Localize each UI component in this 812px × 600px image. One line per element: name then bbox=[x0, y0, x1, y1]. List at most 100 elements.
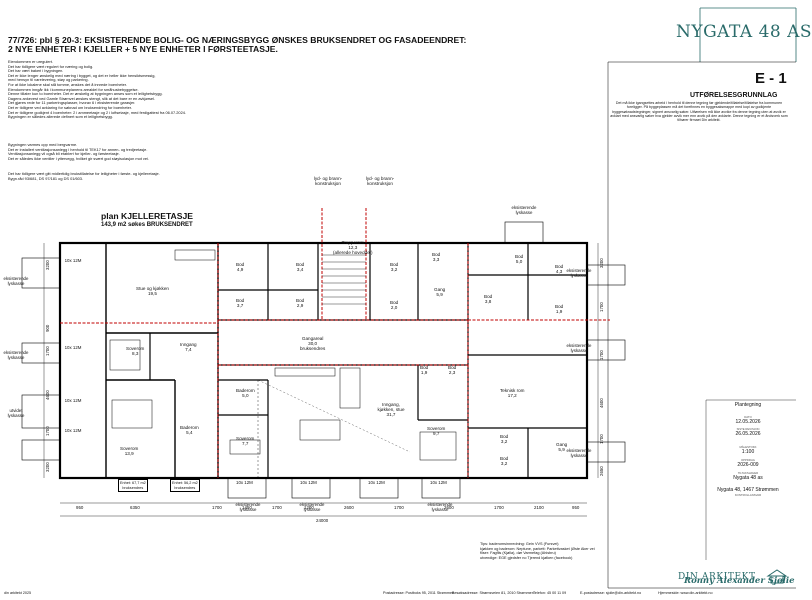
room-name: Bod bbox=[432, 252, 441, 257]
footer-phone: Telefon: 45 00 11 09 bbox=[533, 591, 567, 595]
dimension: 950 bbox=[76, 505, 84, 510]
dimension: 1700 bbox=[599, 350, 604, 360]
window-label: 10x 12M bbox=[64, 398, 82, 403]
din-arkitekt-logo: DIN ARKITEKT bbox=[678, 569, 788, 584]
room-name: Bod bbox=[484, 294, 493, 299]
lightwell-label: utvidet lyskasse bbox=[7, 408, 25, 418]
dimension: 900 bbox=[45, 324, 50, 332]
footer-email: E-postadresse: sjolie@din-arkitekt.no bbox=[580, 591, 642, 595]
dimension: 1700 bbox=[45, 426, 50, 436]
room-area: 2,3 bbox=[448, 370, 456, 376]
ventilation-notes: Bygningen varmes opp med bergvarme. Det … bbox=[8, 142, 149, 161]
note-line: For at ikke lokalene skal stå tomme, øns… bbox=[8, 81, 127, 87]
room-name: Bod bbox=[420, 365, 429, 370]
construction-disclaimer: Det må ikke igangsettes arbeid i henhold… bbox=[610, 101, 788, 123]
sheet-title: UTFØRELSESGRUNNLAG bbox=[690, 92, 778, 99]
note-line: Det har tidligere vært gitt midlertidig … bbox=[8, 171, 160, 176]
room-area: 4,3 bbox=[555, 269, 563, 275]
lightwell-label: eksisterende lyskasse bbox=[299, 502, 325, 512]
project-notes: Eiendommen er uregulert. Det har tidlige… bbox=[8, 59, 308, 120]
unit-area: Enhet: 67,7 m2 bbox=[120, 481, 146, 485]
client-value: Nygata 48 as bbox=[733, 475, 763, 481]
house-icon bbox=[766, 569, 788, 584]
room-area: 5,0 bbox=[515, 259, 523, 265]
unit-area: Enhet: 56,2 m2 bbox=[172, 481, 198, 485]
room-name: Bod bbox=[500, 456, 509, 461]
room-name: Bod bbox=[390, 300, 399, 305]
footer-visit: Besøksadresse: Strømsveien 81, 2010 Strø… bbox=[452, 591, 534, 595]
dimension: 1200 bbox=[304, 505, 314, 510]
dimension: 950 bbox=[572, 505, 580, 510]
dimension: 4600 bbox=[45, 390, 50, 400]
lightwell-label: eksisterende lyskasse bbox=[3, 350, 29, 360]
lightwell-label: eksisterende lyskasse bbox=[566, 268, 592, 278]
construction-label: lyd- og brann-konstruksjon bbox=[364, 176, 396, 186]
construction-text: lyd- og brann-konstruksjon bbox=[313, 176, 343, 187]
room-name: Bod bbox=[296, 298, 305, 303]
note-line: Det gjøres rede for 11 parkeringsplasser… bbox=[8, 100, 136, 106]
room-area: 17,2 bbox=[507, 393, 517, 399]
room-name: Gang bbox=[434, 287, 446, 292]
room-name: Soverom bbox=[427, 426, 446, 431]
dimension: 1700 bbox=[494, 505, 504, 510]
spec-line: utvendige: EGE gjedsfer no Tjerend kjølk… bbox=[480, 555, 573, 560]
room-area: 12,3 bbox=[348, 245, 358, 251]
client-field: TILTAKSHAVER Nygata 48 as bbox=[706, 471, 790, 481]
plan-title: plan KJELLERETASJE bbox=[101, 211, 194, 221]
lightwell-label: eksisterende lyskasse bbox=[3, 276, 29, 286]
dimension: 2650 bbox=[599, 466, 604, 476]
dimension: 2600 bbox=[344, 505, 354, 510]
control-label: KONTROLLANSVAR bbox=[734, 493, 762, 497]
room-name: Bod bbox=[515, 254, 524, 259]
order-label: OPPDRAG bbox=[741, 458, 755, 462]
note-line: Denne tillater kun to boenheter. Det er … bbox=[8, 91, 163, 97]
plan-subtitle: 143,9 m2 søkes BRUKSENDRET bbox=[101, 222, 193, 228]
drawing-type-value: Plantegning bbox=[734, 402, 762, 408]
project-header: 77/726: pbl § 20-3: EKSISTERENDE BOLIG- … bbox=[8, 35, 467, 54]
note-line: Eiendommen inngår ikk i kommuneplanens a… bbox=[8, 86, 139, 92]
room-area: 31,7 bbox=[386, 412, 396, 418]
room-area: 2,9 bbox=[296, 303, 304, 309]
spec-line: Tips: baderomsinnredning: Gein VVS (Furs… bbox=[480, 542, 559, 546]
sheet-code: E - 1 bbox=[755, 70, 787, 87]
window-label: 10x 12M bbox=[64, 258, 82, 263]
footer-copyright: din arkitekt 2025 bbox=[4, 591, 32, 595]
note-line: Det er tidligere ved avklaring for søkna… bbox=[8, 104, 132, 110]
brand-title: NYGATA 48 AS bbox=[676, 22, 812, 42]
spec-line: fliser: Fagflis (Kjølla), dør Varmefag (… bbox=[480, 551, 556, 556]
room-area: 1,9 bbox=[420, 370, 428, 376]
room-area: 8,3 bbox=[132, 351, 139, 357]
room-name: Bod bbox=[390, 262, 399, 267]
window-label: 10x 12M bbox=[236, 480, 253, 485]
room-area: 3,4 bbox=[296, 267, 304, 273]
note-line: Det er installert ventilasjonsanlegg i h… bbox=[8, 146, 148, 152]
dimension: 4600 bbox=[599, 398, 604, 408]
footer-postal: Postadresse: Postboks 95, 2011 Strømmen bbox=[383, 591, 455, 595]
room-area: 5,9 bbox=[558, 447, 565, 453]
room-name: Soverom bbox=[236, 436, 255, 441]
room-name: Baderom bbox=[236, 388, 255, 393]
dimension: 3200 bbox=[45, 260, 50, 270]
order-field: OPPDRAG 2026-009 bbox=[706, 458, 790, 468]
room-note: bruksendres bbox=[300, 346, 326, 352]
room-name: Bod bbox=[296, 262, 305, 267]
room-name: Bod bbox=[555, 264, 564, 269]
permit-notes: Det har tidligere vært gitt midlertidig … bbox=[8, 171, 160, 181]
header-line-1: 77/726: pbl § 20-3: EKSISTERENDE BOLIG- … bbox=[8, 35, 467, 45]
